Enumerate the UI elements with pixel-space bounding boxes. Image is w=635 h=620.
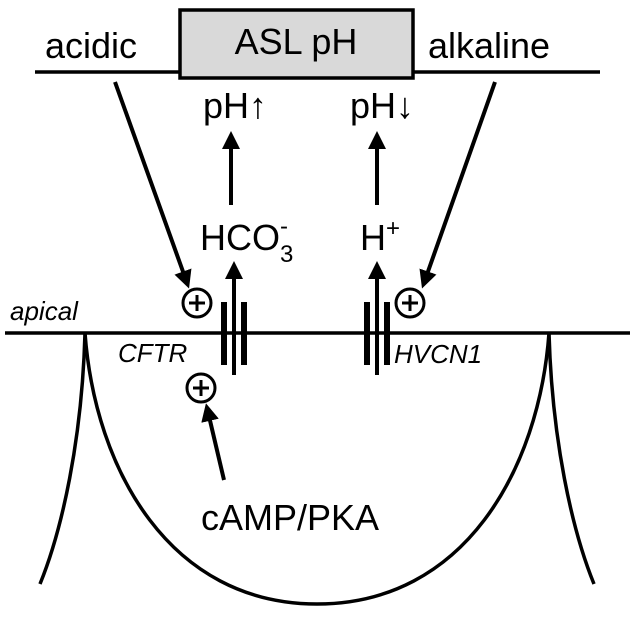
cftr-camp-activation-plus-icon <box>185 372 217 404</box>
camp-pka-activation-arrow <box>201 403 226 481</box>
alkaline-activation-arrow <box>419 81 497 289</box>
epithelial-cell-outline <box>83 332 551 606</box>
asl-ph-box <box>178 8 415 80</box>
hvcn1-alkaline-activation-plus-icon <box>394 287 426 319</box>
acidic-activation-arrow <box>113 81 192 289</box>
cftr-acidic-activation-plus-icon <box>181 287 213 319</box>
neighbor-cell-right-outline <box>547 332 596 585</box>
asl-ph-label: ASL pH <box>235 21 358 62</box>
ph-decrease-label: pH↓ <box>350 85 414 126</box>
acidic-label: acidic <box>45 25 137 66</box>
bicarbonate-label: HCO-3 <box>200 213 293 268</box>
proton-label: H+ <box>360 215 400 258</box>
cftr-label: CFTR <box>118 338 187 368</box>
alkaline-label: alkaline <box>428 25 550 66</box>
neighbor-cell-left-outline <box>38 332 87 585</box>
hvcn1-label: HVCN1 <box>394 339 482 369</box>
apical-label: apical <box>10 296 79 326</box>
ph-increase-label: pH↑ <box>203 85 267 126</box>
camp-pka-label: cAMP/PKA <box>201 497 379 538</box>
